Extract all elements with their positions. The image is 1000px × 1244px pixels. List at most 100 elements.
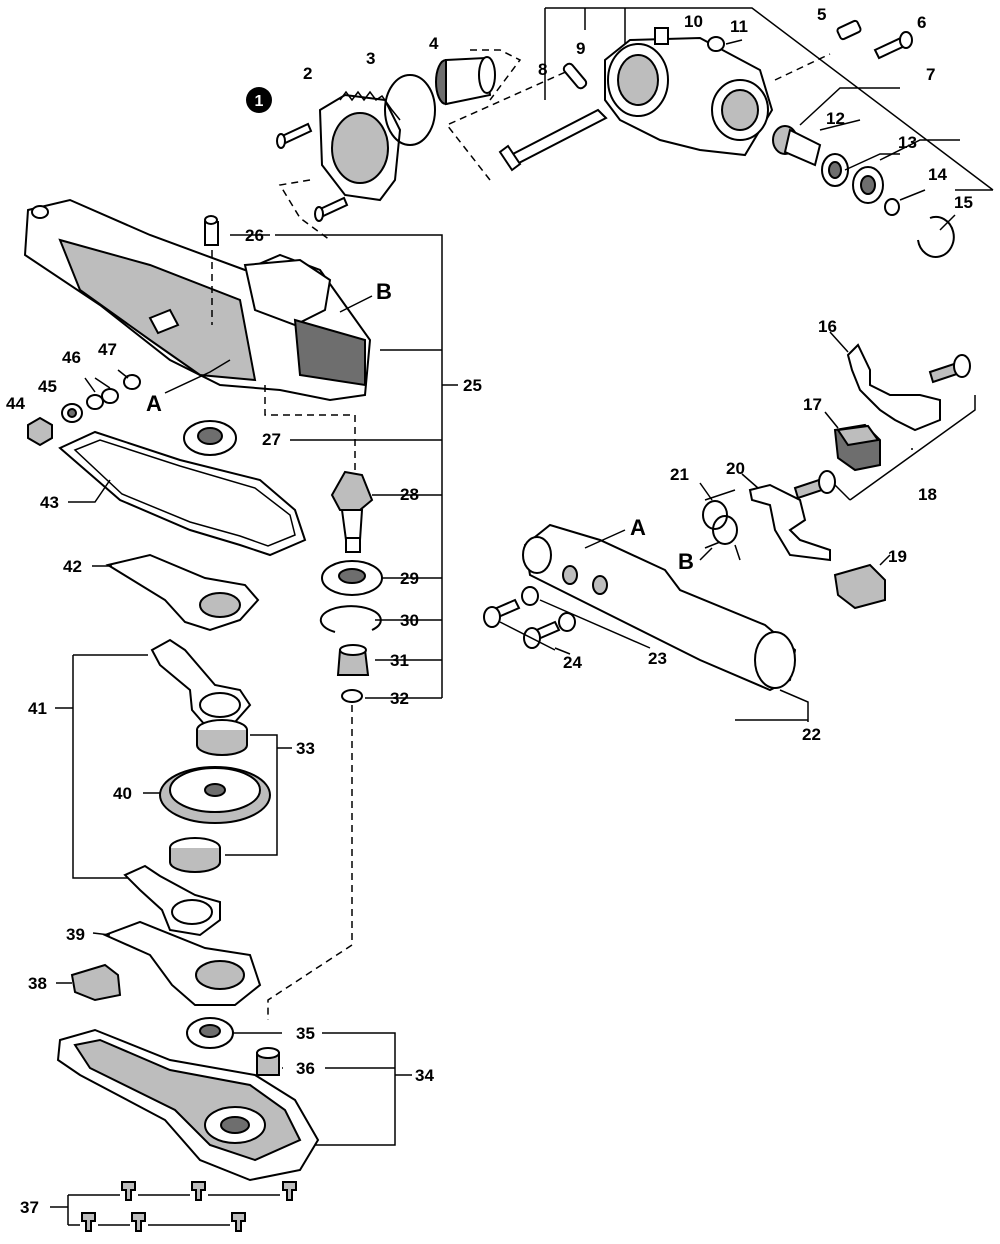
marker-a-bracket: A [630,515,646,540]
callout-25: 25 [463,376,482,395]
callout-34: 34 [415,1066,434,1085]
callout-9: 9 [576,39,585,58]
callout-45: 45 [38,377,57,396]
shaft-8 [498,108,608,172]
leader-group-25 [275,234,458,699]
callout-19: 19 [888,547,907,566]
gear-plate-2 [318,90,402,202]
gear-case-10 [604,27,774,157]
callout-44: 44 [6,394,25,413]
nut-44 [27,416,53,447]
washer-32 [341,689,363,703]
block-17 [833,423,881,472]
screw-18-upper [928,354,971,384]
callout-7: 7 [926,65,935,84]
spring-21 [702,489,741,561]
leader-group-18 [834,395,976,501]
callout-37: 37 [20,1198,39,1217]
callout-11: 11 [730,17,748,36]
bearing-29 [321,560,383,596]
callout-24: 24 [563,653,582,672]
callout-35: 35 [296,1024,315,1043]
callout-38: 38 [28,974,47,993]
bush-36 [256,1047,280,1076]
pinion-31 [336,644,370,676]
callout-17: 17 [803,395,822,414]
bolt-5 [836,19,862,41]
note-badge-circle [246,87,272,113]
callout-30: 30 [400,611,419,630]
callout-20: 20 [726,459,745,478]
thrust-washer-41-upper [150,638,252,727]
screw-1-upper [276,122,313,149]
callout-43: 43 [40,493,59,512]
washer-46 [86,388,119,410]
callout-39: 39 [66,925,85,944]
ring-11 [707,36,725,52]
pinion-12 [772,125,822,167]
callout-46: 46 [62,348,81,367]
washer-14 [884,198,900,216]
plate-42 [105,553,260,632]
callout-27: 27 [262,430,281,449]
callout-3: 3 [366,49,375,68]
bushing-4 [435,56,496,106]
callout-40: 40 [113,784,132,803]
circlip-30 [319,605,382,633]
callout-13: 13 [898,133,917,152]
callout-42: 42 [63,557,82,576]
callout-47: 47 [98,340,117,359]
callout-32: 32 [390,689,409,708]
callout-6: 6 [917,13,926,32]
callout-33: 33 [296,739,315,758]
lever-16 [846,343,941,432]
callout-28: 28 [400,485,419,504]
gear-housing-25 [23,198,372,402]
bolt-6 [873,31,913,60]
marker-a-housing: A [146,391,162,416]
lower-case-34 [56,1028,320,1182]
screw-18-lower [793,470,836,500]
callout-15: 15 [954,193,973,212]
reference-markers: B A A B [146,279,694,574]
callout-5: 5 [817,5,826,24]
marker-b-bracket: B [678,549,694,574]
leader-group-37 [50,1194,280,1226]
circlip-15 [917,215,955,258]
needle-bearing-33-upper [196,719,248,756]
o-ring-3 [384,74,436,146]
screw-24 [483,598,561,649]
callout-2: 2 [303,64,312,83]
callout-22: 22 [802,725,821,744]
callout-10: 10 [684,12,703,31]
pin-9 [562,62,588,90]
callout-14: 14 [928,165,947,184]
callout-18: 18 [918,485,937,504]
bushing-23 [521,586,576,632]
leader-group-41 [55,654,148,879]
callout-1: 1 [255,93,264,110]
washer-47 [123,374,141,390]
crank-gear-40 [159,766,271,824]
bearing-13 [821,153,884,204]
needle-bearing-33-lower [169,837,221,873]
callout-31: 31 [390,651,409,670]
screw-1-lower [314,196,349,222]
callout-23: 23 [648,649,667,668]
nut-45 [61,403,83,423]
thrust-washer-41-lower [123,864,221,937]
grease-nipple-26 [204,215,219,246]
screws-37 [81,1181,297,1232]
callout-labels: 1 2 3 4 5 6 7 8 9 10 11 12 13 14 15 16 1… [6,5,973,1217]
callout-4: 4 [429,34,439,53]
gasket-43 [58,430,307,557]
callout-16: 16 [818,317,837,336]
callout-36: 36 [296,1059,315,1078]
plate-39 [102,920,262,1006]
callout-29: 29 [400,569,419,588]
callout-41: 41 [28,699,47,718]
bearing-27 [183,420,237,456]
callout-21: 21 [670,465,689,484]
bevel-gear-28 [330,470,374,553]
